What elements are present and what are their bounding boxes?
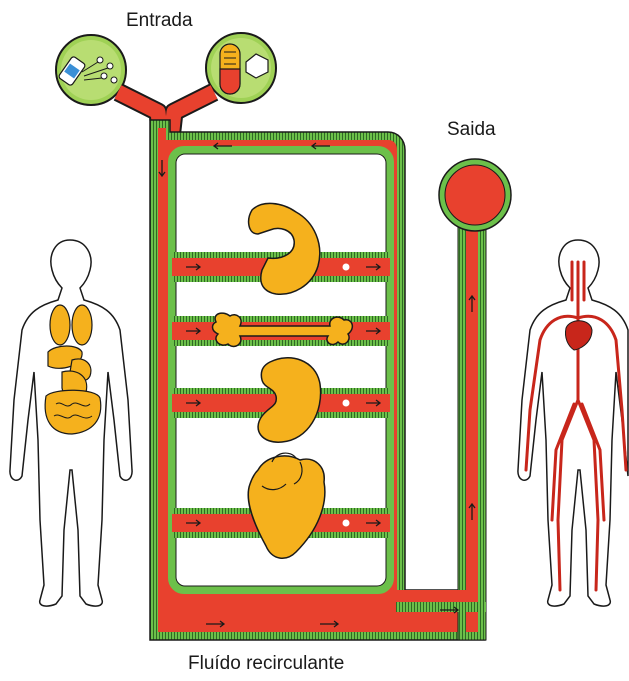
human-body-organs-icon bbox=[10, 240, 132, 606]
outlet-label: Saida bbox=[447, 119, 496, 141]
inlet-right-bubble bbox=[206, 33, 276, 103]
inlet-left-bubble bbox=[56, 35, 126, 105]
human-body-vessels-icon bbox=[518, 240, 628, 606]
inlet-label: Entrada bbox=[126, 10, 193, 32]
outlet-reservoir-icon bbox=[439, 159, 511, 231]
recirculating-fluid-label: Fluído recirculante bbox=[188, 653, 344, 675]
